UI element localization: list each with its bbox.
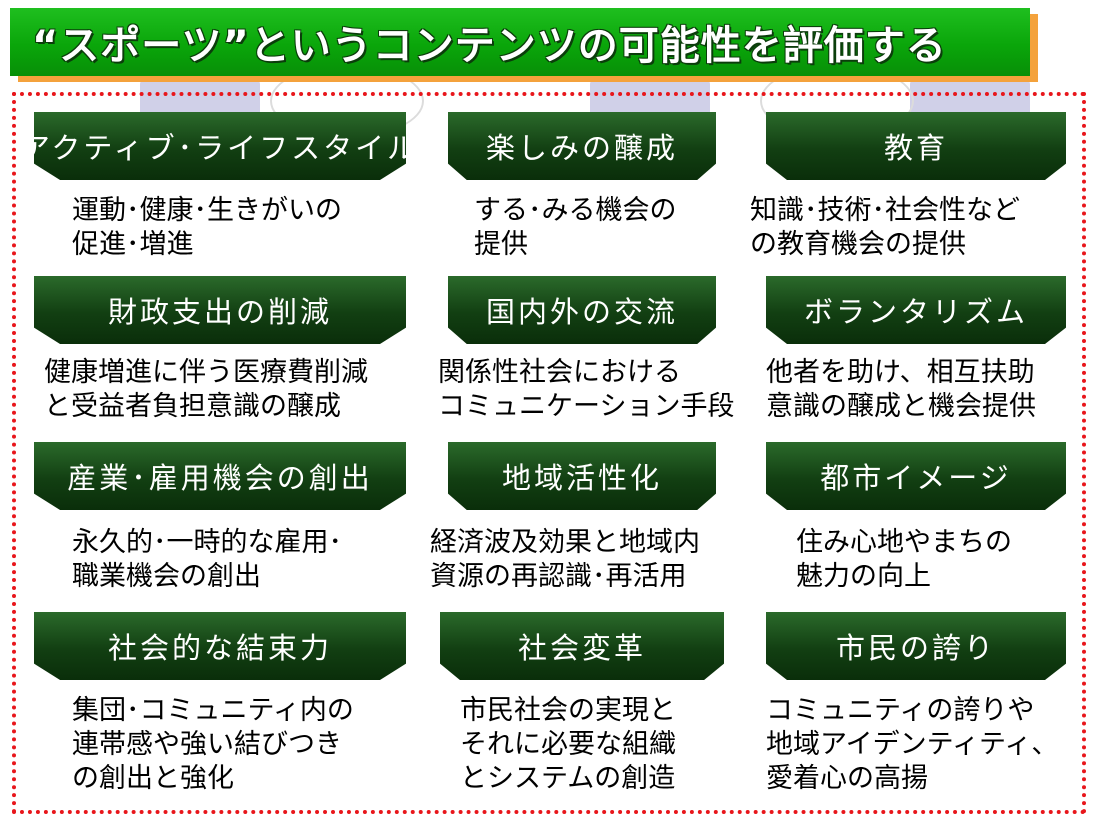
heading-fiscal-reduction: 財政支出の削減 <box>34 276 406 344</box>
decorative-tab <box>140 80 260 116</box>
description-social-change: 市民社会の実現と それに必要な組織 とシステムの創造 <box>460 695 676 794</box>
decorative-tab <box>590 80 710 116</box>
heading-enjoyment: 楽しみの醸成 <box>448 112 716 180</box>
description-fiscal-reduction: 健康増進に伴う医療費削減 と受益者負担意識の醸成 <box>44 357 368 422</box>
heading-regional-revitalization: 地域活性化 <box>448 442 716 510</box>
description-voluntarism: 他者を助け、相互扶助 意識の醸成と機会提供 <box>766 357 1036 422</box>
description-civic-pride: コミュニティの誇りや 地域アイデンティティ、 愛着心の高揚 <box>766 695 1059 794</box>
description-active-lifestyle: 運動･健康･生きがいの 促進･増進 <box>72 195 342 260</box>
heading-civic-pride: 市民の誇り <box>766 612 1066 680</box>
decorative-tab <box>910 80 1030 116</box>
content-frame <box>12 92 1086 814</box>
description-education: 知識･技術･社会性など の教育機会の提供 <box>750 195 1020 260</box>
heading-active-lifestyle: アクティブ･ライフスタイル <box>34 112 406 180</box>
description-regional-revitalization: 経済波及効果と地域内 資源の再認識･再活用 <box>430 527 700 592</box>
heading-exchange: 国内外の交流 <box>448 276 716 344</box>
description-city-image: 住み心地やまちの 魅力の向上 <box>796 527 1012 592</box>
description-enjoyment: する･みる機会の 提供 <box>474 195 677 260</box>
page-title: “スポーツ”というコンテンツの可能性を評価する <box>32 23 947 69</box>
title-banner: “スポーツ”というコンテンツの可能性を評価する <box>10 8 1030 76</box>
heading-social-change: 社会変革 <box>440 612 724 680</box>
description-exchange: 関係性社会における コミュニケーション手段 <box>438 357 735 422</box>
heading-industry-employment: 産業･雇用機会の創出 <box>34 442 406 510</box>
description-social-cohesion: 集団･コミュニティ内の 連帯感や強い結びつき の創出と強化 <box>72 695 354 794</box>
heading-education: 教育 <box>766 112 1066 180</box>
heading-city-image: 都市イメージ <box>766 442 1066 510</box>
heading-social-cohesion: 社会的な結束力 <box>34 612 406 680</box>
heading-voluntarism: ボランタリズム <box>766 276 1066 344</box>
description-industry-employment: 永久的･一時的な雇用･ 職業機会の創出 <box>72 527 342 592</box>
